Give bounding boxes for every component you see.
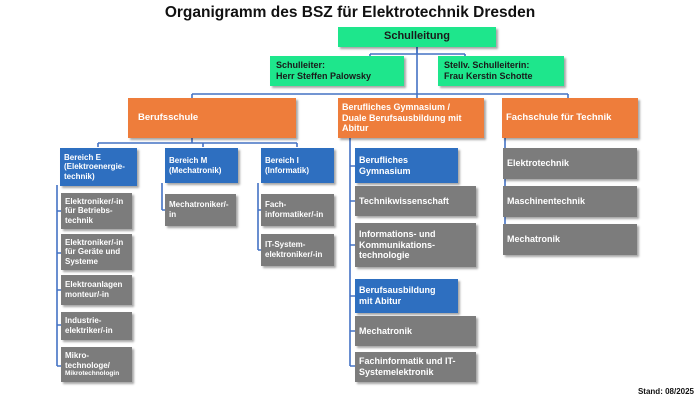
list-item-e-5-sub: Mikrotechnologin (65, 370, 120, 378)
list-item-m-1: Mechatroniker/- in (165, 194, 236, 226)
list-item-gym-2: Informations- und Kommunikations- techno… (355, 223, 476, 267)
page-title: Organigramm des BSZ für Elektrotechnik D… (164, 4, 536, 21)
list-item-e-5-main: Mikro- technologe/ (65, 351, 110, 370)
connector-division-bar (191, 93, 569, 98)
list-item-e-4: Industrie- elektriker/-in (61, 312, 132, 340)
box-bereich-e: Bereich E (Elektroenergie- technik) (60, 148, 137, 186)
list-item-abitur-1: Mechatronik (355, 316, 476, 346)
box-schulleitung: Schulleitung (338, 27, 496, 47)
list-item-fs-3: Mechatronik (503, 224, 637, 255)
list-item-gym-1: Technikwissenschaft (355, 186, 476, 216)
list-item-e-1: Elektroniker/-in für Betriebs- technik (61, 193, 132, 229)
connector-e-spine (56, 185, 62, 367)
box-bereich-m: Bereich M (Mechatronik) (165, 148, 238, 183)
list-item-i-1: Fach- informatiker/-in (261, 194, 334, 226)
list-item-abitur-2: Fachinformatik und IT- Systemelektronik (355, 352, 476, 382)
box-fachschule: Fachschule für Technik (502, 98, 638, 138)
box-bereich-i: Bereich I (Informatik) (261, 148, 334, 183)
list-item-fs-1: Elektrotechnik (503, 148, 637, 179)
list-item-e-2: Elektroniker/-in für Geräte und Systeme (61, 234, 132, 270)
box-gymnasium: Berufliches Gymnasium / Duale Berufsausb… (338, 98, 484, 138)
list-item-e-5: Mikro- technologe/ Mikrotechnologin (61, 347, 132, 382)
box-schulleiter: Schulleiter: Herr Steffen Palowsky (270, 56, 404, 86)
list-item-i-2: IT-System- elektroniker/-in (261, 234, 334, 266)
box-berufliches-gymnasium: Berufliches Gymnasium (355, 148, 458, 183)
list-item-fs-2: Maschinentechnik (503, 186, 637, 217)
box-berufsschule: Berufsschule (128, 98, 296, 138)
connector-bereich-bar (97, 138, 298, 147)
list-item-e-3: Elektroanlagen monteur/-in (61, 275, 132, 305)
connector-gym-spine (349, 138, 355, 367)
box-stellv-schulleiterin: Stellv. Schulleiterin: Frau Kerstin Scho… (438, 56, 564, 86)
box-berufsausbildung-abitur: Berufsausbildung mit Abitur (355, 279, 458, 313)
version-stamp: Stand: 08/2025 (637, 387, 694, 396)
